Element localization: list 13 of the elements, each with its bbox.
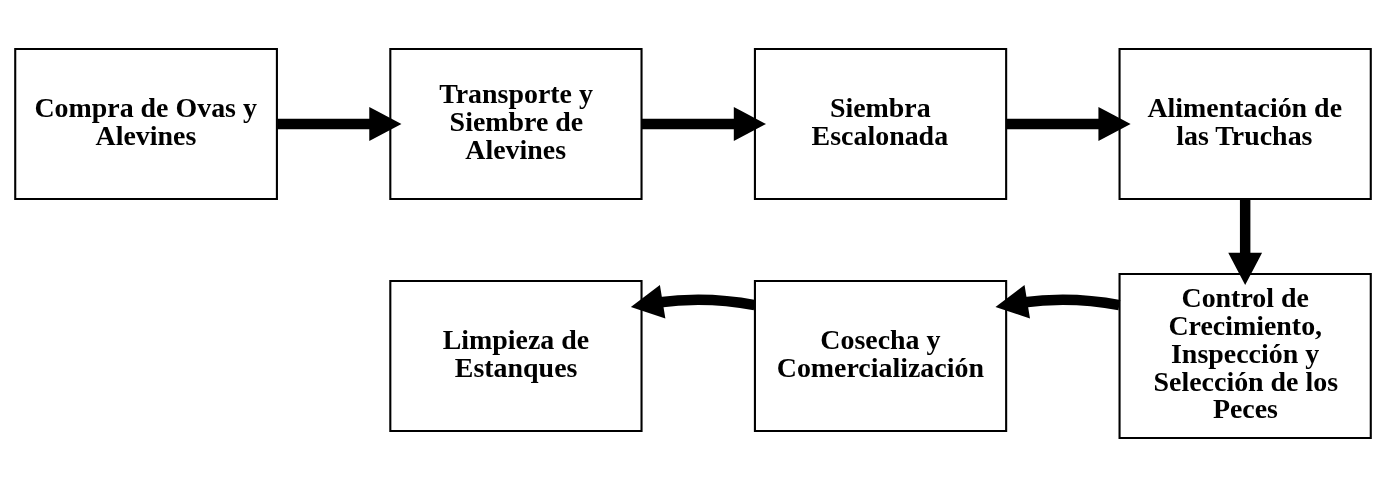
node-box: Limpieza de Estanques bbox=[389, 279, 643, 432]
arrow bbox=[1228, 198, 1263, 285]
node-box: Compra de Ovas y Alevines bbox=[14, 47, 278, 200]
node-box: Control de Crecimiento, Inspección y Selección de los Peces bbox=[1118, 272, 1372, 439]
arrow bbox=[995, 284, 1121, 318]
arrow bbox=[277, 106, 402, 141]
arrow bbox=[1006, 106, 1131, 141]
arrow bbox=[641, 106, 766, 141]
node-box: Siembra Escalonada bbox=[753, 47, 1008, 200]
node-box: Cosecha y Comercialización bbox=[753, 279, 1008, 432]
node-box: Alimentación de las Truchas bbox=[1118, 47, 1372, 200]
arrow bbox=[630, 284, 756, 318]
node-box: Transporte y Siembre de Alevines bbox=[389, 47, 643, 200]
